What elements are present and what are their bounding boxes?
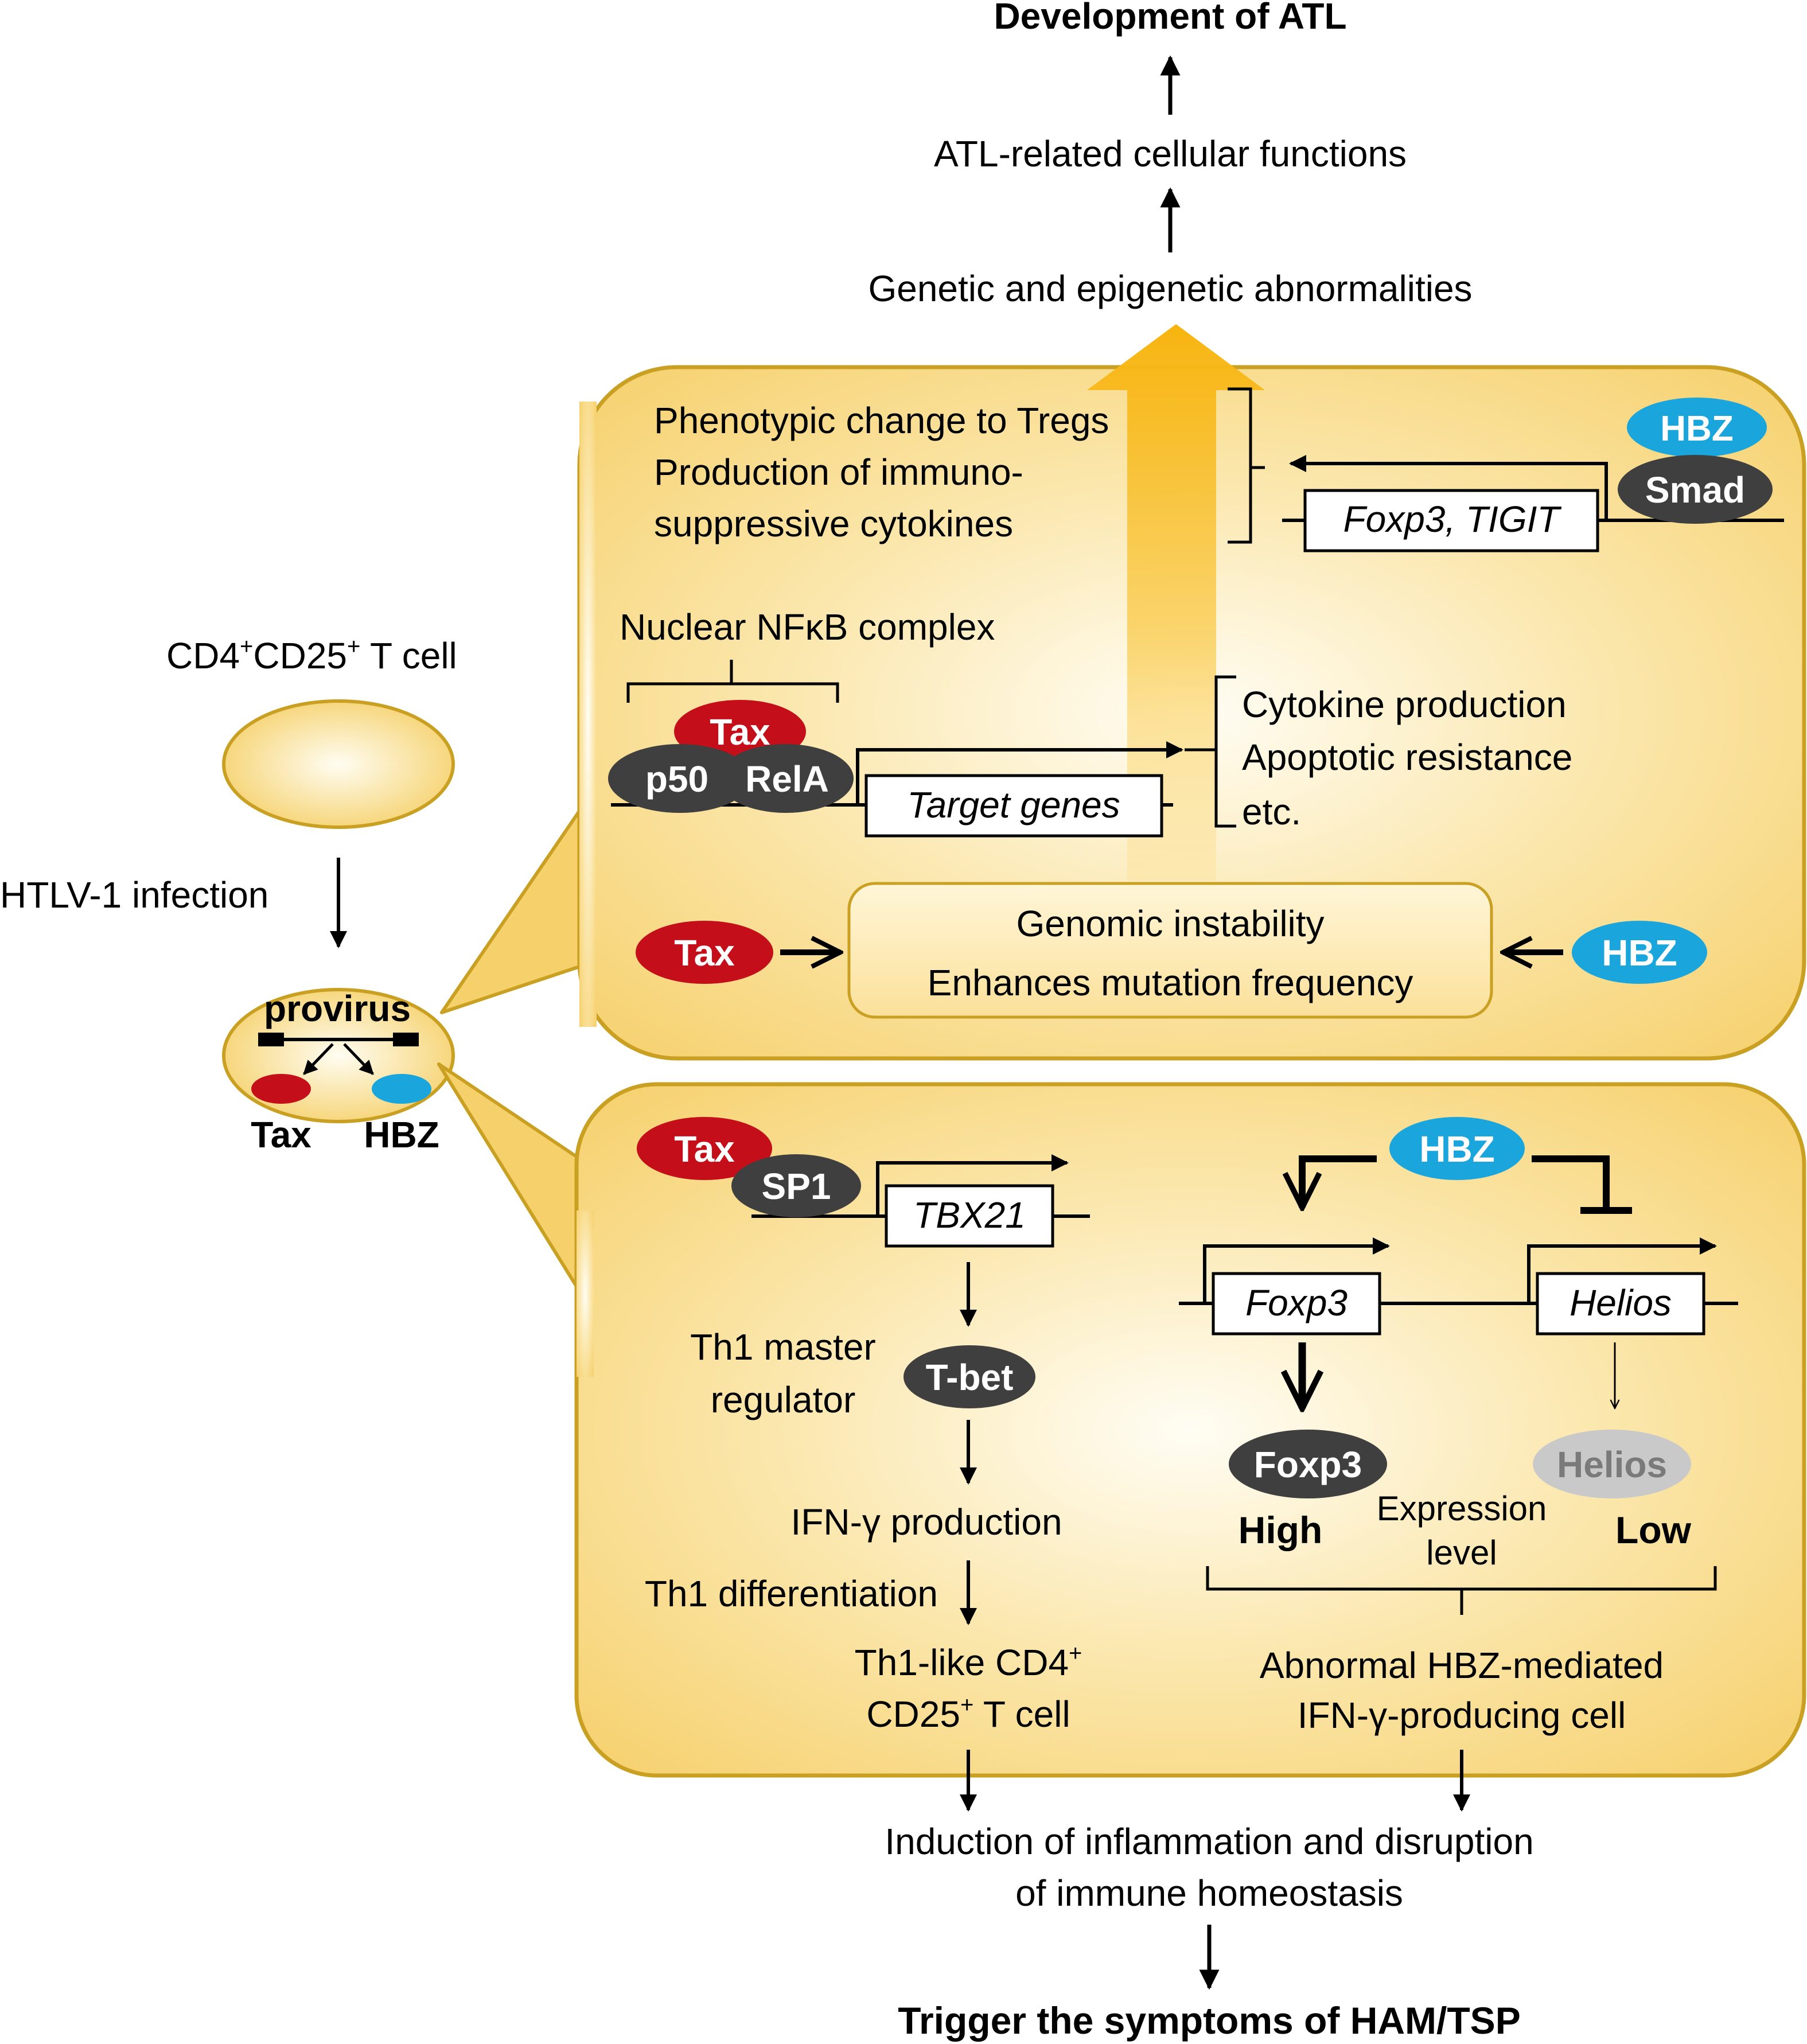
provirus-tax-oval — [251, 1074, 311, 1104]
sp1-label: SP1 — [762, 1166, 831, 1207]
helios-protein-oval — [1533, 1430, 1691, 1498]
treg-bracket — [1228, 387, 1265, 544]
genomic-tax-label: Tax — [674, 932, 735, 974]
genomic-instability-box — [847, 882, 1493, 1019]
foxp3-transcription-arrow — [1203, 1237, 1390, 1303]
provirus-to-tax-arrow — [303, 1043, 334, 1075]
tbx21-gene-label: TBX21 — [913, 1194, 1026, 1236]
provirus-hbz-oval — [372, 1074, 431, 1104]
provirus-label: provirus — [264, 988, 411, 1029]
cd4-cd25-t-cell-label: CD4+CD25+ T cell — [166, 634, 457, 676]
target-genes-label: Target genes — [907, 784, 1120, 826]
lower-panel-box — [574, 1082, 1806, 1778]
smad-label: Smad — [1645, 469, 1745, 511]
nfkb-complex-title: Nuclear NFκB complex — [620, 606, 995, 648]
hbz-inhibits-helios — [1532, 1155, 1610, 1210]
hbz-smad-hbz-label: HBZ — [1660, 409, 1733, 449]
p50-label: p50 — [645, 758, 708, 800]
smad-oval — [1618, 455, 1773, 524]
ifn-production-label: IFN-γ production — [790, 1501, 1062, 1543]
top-section: Development of ATL ATL-related cellular … — [868, 0, 1472, 309]
effect-etc: etc. — [1242, 791, 1301, 832]
genomic-tax-oval — [636, 921, 773, 984]
callout-seam — [579, 402, 597, 1027]
foxp3-protein-label: Foxp3 — [1254, 1444, 1362, 1485]
th1-master-line1: Th1 master — [690, 1326, 876, 1368]
sp1-oval — [731, 1154, 861, 1217]
tbet-label: T-bet — [926, 1357, 1014, 1398]
foxp3-tigit-gene-label: Foxp3, TIGIT — [1343, 499, 1562, 540]
foxp3-tigit-transcription-arrow — [1289, 455, 1608, 520]
left-hbz-label: HBZ — [364, 1114, 439, 1155]
target-genes-box — [864, 774, 1163, 838]
hbz-smad-hbz-oval — [1627, 398, 1767, 457]
th1-differentiation-label: Th1 differentiation — [645, 1573, 938, 1614]
lower-panel: Tax SP1 TBX21 Th1 master regulator T-bet… — [437, 1062, 1806, 1778]
mutation-frequency-label: Enhances mutation frequency — [928, 962, 1413, 1003]
rela-oval — [718, 744, 854, 813]
left-section: CD4+CD25+ T cell HTLV-1 infection provir… — [0, 634, 457, 1155]
trigger-ham-tsp-label: Trigger the symptoms of HAM/TSP — [898, 1999, 1520, 2042]
genomic-instability-label: Genomic instability — [1016, 903, 1324, 944]
treg-phenotype-line1: Phenotypic change to Tregs — [654, 400, 1109, 441]
abnormal-hbz-line2: IFN-γ-producing cell — [1298, 1695, 1626, 1736]
treg-phenotype-line2: Production of immuno- — [654, 451, 1023, 493]
induction-line2: of immune homeostasis — [1015, 1872, 1403, 1914]
effect-cytokine-production: Cytokine production — [1242, 684, 1567, 725]
tbx21-transcription-arrow — [876, 1154, 1069, 1216]
lower-tax-oval — [637, 1117, 772, 1180]
expression-level-line2: level — [1426, 1533, 1497, 1572]
tbet-oval — [904, 1345, 1035, 1408]
rela-label: RelA — [745, 758, 829, 800]
th1-like-line1: Th1-like CD4+ — [855, 1641, 1082, 1683]
foxp3-protein-oval — [1229, 1430, 1387, 1498]
genomic-hbz-label: HBZ — [1602, 932, 1677, 974]
left-tax-label: Tax — [251, 1114, 311, 1155]
lower-callout-seam — [577, 1210, 594, 1377]
nfkb-bracket — [626, 660, 839, 703]
lower-hbz-label: HBZ — [1419, 1128, 1495, 1170]
foxp3-high-label: High — [1239, 1509, 1323, 1551]
provirus-ltr-left — [258, 1033, 284, 1046]
hbz-activates-foxp3-arrow — [1302, 1155, 1377, 1208]
genomic-hbz-oval — [1572, 921, 1707, 984]
expression-bracket — [1206, 1566, 1717, 1615]
upper-panel: Phenotypic change to Tregs Production of… — [440, 324, 1806, 1061]
induction-line1: Induction of inflammation and disruption — [885, 1821, 1533, 1862]
th1-like-line2: CD25+ T cell — [866, 1692, 1070, 1735]
abnormal-hbz-line1: Abnormal HBZ-mediated — [1260, 1645, 1664, 1686]
abnormalities-label: Genetic and epigenetic abnormalities — [868, 268, 1472, 309]
nfkb-tax-label: Tax — [710, 711, 770, 753]
treg-phenotype-line3: suppressive cytokines — [654, 503, 1013, 544]
helios-low-label: Low — [1615, 1509, 1692, 1551]
helios-gene-box — [1536, 1272, 1705, 1336]
p50-oval — [608, 744, 751, 813]
target-genes-transcription-arrow — [856, 741, 1183, 805]
development-of-atl-label: Development of ATL — [994, 0, 1346, 37]
bottom-section: Induction of inflammation and disruption… — [885, 1750, 1534, 2042]
foxp3-gene-box — [1212, 1272, 1381, 1336]
tbx21-gene-box — [885, 1184, 1054, 1248]
helios-transcription-arrow — [1527, 1237, 1717, 1303]
helios-gene-label: Helios — [1570, 1282, 1672, 1323]
foxp3-tigit-gene-box — [1303, 489, 1599, 552]
helios-protein-label: Helios — [1557, 1444, 1667, 1485]
expression-level-line1: Expression — [1377, 1489, 1547, 1528]
foxp3-gene-label: Foxp3 — [1245, 1282, 1348, 1323]
provirus-to-hbz-arrow — [343, 1043, 374, 1075]
big-upward-arrow — [1087, 324, 1265, 881]
atl-cellular-functions-label: ATL-related cellular functions — [934, 133, 1407, 174]
cd4-t-cell — [222, 699, 455, 829]
lower-hbz-oval — [1389, 1117, 1525, 1180]
htlv1-infection-label: HTLV-1 infection — [0, 874, 268, 916]
effect-apoptotic-resistance: Apoptotic resistance — [1242, 737, 1572, 778]
provirus-ltr-right — [393, 1033, 419, 1046]
th1-master-line2: regulator — [711, 1379, 856, 1420]
lower-tax-label: Tax — [674, 1128, 735, 1170]
effects-bracket — [1185, 675, 1236, 828]
